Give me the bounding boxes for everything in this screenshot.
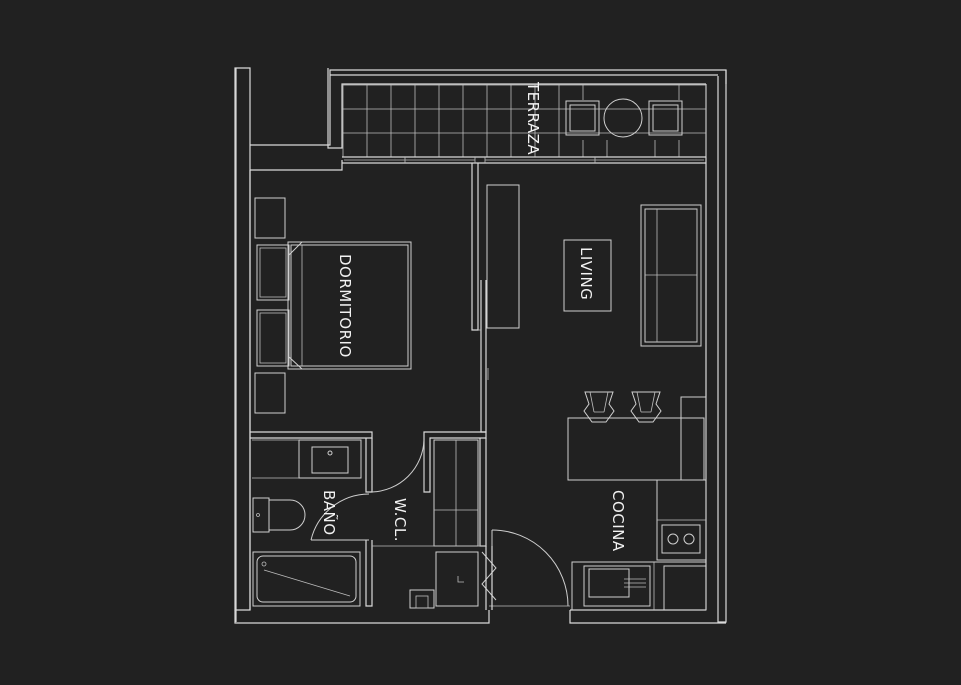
- terrace-floor-tiles: [343, 85, 706, 157]
- closet-door: [371, 439, 425, 493]
- utility-box: [409, 589, 435, 609]
- room-label-terraza: TERRAZA: [524, 81, 542, 155]
- room-label-cocina: COCINA: [609, 490, 627, 552]
- terrace-table-set: [565, 98, 683, 138]
- terrace-sliding-doors: [342, 156, 706, 164]
- living-room: LIVING: [563, 204, 702, 347]
- wardrobe: [486, 184, 520, 329]
- utility-closet: [435, 551, 479, 607]
- bathroom-door: [310, 493, 370, 541]
- double-bed: [256, 241, 412, 370]
- kitchen: COCINA: [489, 391, 707, 611]
- counter-upper: [680, 396, 707, 481]
- bar-stools: [583, 391, 662, 423]
- kitchen-sink: [583, 565, 651, 607]
- nightstand-top: [254, 197, 286, 239]
- room-label-wcl: W.CL.: [391, 498, 409, 542]
- walk-in-closet: W.CL.: [371, 431, 497, 610]
- room-label-living: LIVING: [577, 247, 595, 300]
- cooktop: [661, 524, 701, 554]
- bathroom: BAÑO: [250, 431, 373, 607]
- room-label-dormitorio: DORMITORIO: [336, 254, 354, 358]
- bedroom: DORMITORIO: [254, 163, 520, 433]
- kitchen-island: [567, 417, 705, 481]
- nightstand-bottom: [254, 372, 286, 414]
- room-label-bano: BAÑO: [320, 490, 339, 536]
- bathtub: [252, 551, 361, 607]
- terrace: TERRAZA: [342, 81, 707, 164]
- entry-door: [489, 529, 570, 607]
- refrigerator: [663, 565, 707, 611]
- living-label-box: [563, 239, 612, 312]
- sofa: [640, 204, 702, 347]
- vanity-sink: [252, 439, 362, 479]
- toilet: [252, 497, 306, 533]
